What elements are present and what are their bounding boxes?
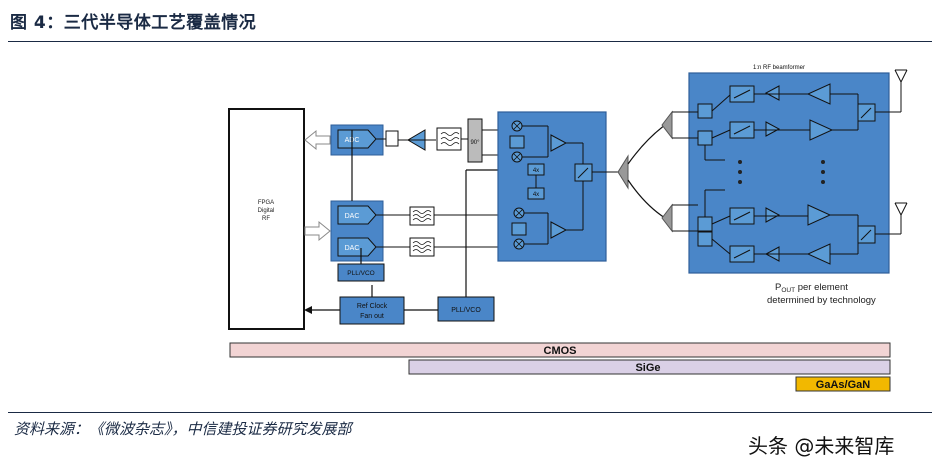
- clock-to-fpga-arrowhead: [304, 306, 312, 314]
- adc-to-fpga-arrow: [304, 129, 331, 151]
- dac-label-2: DAC: [345, 245, 360, 252]
- ref-clock-label-1: Ref Clock: [357, 303, 388, 310]
- sige-label: SiGe: [635, 362, 660, 374]
- pout-line-2: determined by technology: [767, 295, 876, 306]
- gaas-gan-bar: [795, 376, 891, 392]
- pll-vco-label-2: PLL/VCO: [451, 307, 481, 314]
- rx-filter-wave: [440, 132, 460, 146]
- fpga-label-3: RF: [262, 216, 270, 222]
- fpga-block: [228, 108, 305, 330]
- fpga-label-2: Digital: [258, 208, 275, 214]
- cmos-bar: [229, 342, 891, 358]
- splitter-upper: [661, 110, 673, 140]
- pout-line-1: POUT per element: [775, 282, 848, 294]
- antenna-icons: [894, 69, 908, 216]
- splitter-main: [617, 154, 629, 190]
- tx-filter-1: [409, 206, 435, 226]
- adc-block: [337, 129, 377, 149]
- div-4x-label-1: 4x: [533, 168, 539, 174]
- watermark: 头条 @未来智库: [748, 434, 895, 458]
- sige-bar: [408, 359, 891, 375]
- gaas-gan-label: GaAs/GaN: [816, 379, 870, 391]
- ellipsis-dots: [738, 160, 825, 184]
- fpga-to-dac-arrow: [304, 220, 331, 242]
- phase-90-label: 90°: [470, 140, 480, 146]
- phase-90-block: [467, 118, 483, 163]
- transceiver-panel: [497, 111, 607, 262]
- ref-clock-label-2: Fan out: [360, 313, 384, 320]
- pll-vco-block-2: [437, 296, 495, 322]
- dac-block-1: [337, 205, 377, 225]
- rx-filter-small: [385, 130, 399, 147]
- cmos-label: CMOS: [544, 345, 577, 357]
- tx-amp-rx: [550, 134, 568, 152]
- tx-amp-tx: [550, 221, 568, 239]
- rx-filter-icon: [436, 127, 462, 151]
- splitter-lower: [661, 203, 673, 233]
- source-rule: [8, 412, 932, 413]
- fpga-label-1: FPGA: [258, 200, 274, 206]
- beamformer-label: 1:n RF beamformer: [753, 65, 805, 71]
- source-text: 资料来源：《微波杂志》，中信建投证券研究发展部: [14, 420, 352, 438]
- title-rule: [8, 41, 932, 42]
- dac-label-1: DAC: [345, 213, 360, 220]
- dac-block-2: [337, 237, 377, 257]
- tx-filter-2: [409, 237, 435, 257]
- beamformer-panel: [688, 72, 890, 274]
- div-4x-label-2: 4x: [533, 192, 539, 198]
- figure-title: 图 4：三代半导体工艺覆盖情况: [10, 13, 257, 33]
- beamformer-channels: [672, 82, 902, 265]
- pll-vco-label-1: PLL/VCO: [347, 270, 374, 277]
